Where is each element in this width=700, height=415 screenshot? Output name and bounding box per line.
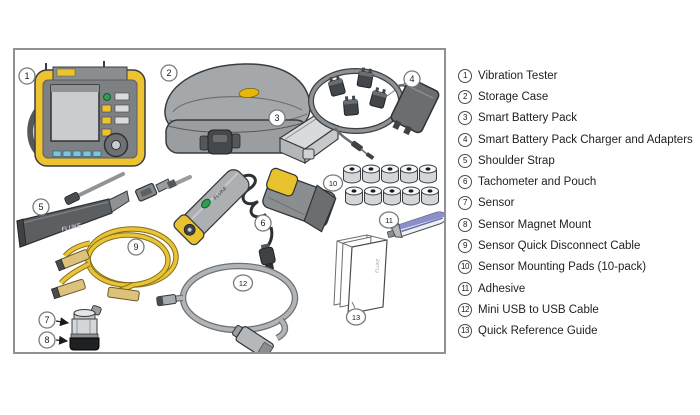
callout-badge-10: 10: [322, 174, 344, 192]
legend-item-6: 6 Tachometer and Pouch: [458, 171, 693, 192]
legend-number-badge: 5: [458, 153, 472, 168]
callout-badge-12: 12: [232, 274, 254, 292]
legend-item-label: Mini USB to USB Cable: [478, 303, 599, 316]
svg-text:4: 4: [409, 74, 414, 84]
legend-item-label: Sensor Mounting Pads (10-pack): [478, 261, 647, 274]
legend-number-badge: 8: [458, 217, 472, 232]
storage-case-illustration: [164, 63, 311, 155]
legend-item-label: Vibration Tester: [478, 69, 558, 82]
legend-item-10: 10 Sensor Mounting Pads (10-pack): [458, 257, 693, 278]
legend-item-3: 3 Smart Battery Pack: [458, 108, 693, 129]
pouch-illustration: [262, 167, 337, 233]
callout-badge-11: 11: [378, 211, 400, 229]
svg-text:7: 7: [44, 315, 49, 325]
legend-number-badge: 9: [458, 239, 472, 254]
callout-badge-1: 1: [18, 67, 36, 85]
reference-guide-illustration: FLUKE: [333, 234, 388, 315]
legend-item-label: Smart Battery Pack: [478, 112, 578, 125]
legend-number-badge: 11: [458, 281, 472, 296]
legend-number-badge: 3: [458, 111, 472, 126]
legend-item-7: 7 Sensor: [458, 193, 693, 214]
sensor-magnet-illustration: [55, 305, 102, 351]
svg-text:13: 13: [352, 313, 360, 322]
svg-text:1: 1: [24, 71, 29, 81]
legend-number-badge: 10: [458, 260, 472, 275]
legend-item-label: Adhesive: [478, 282, 526, 295]
svg-text:8: 8: [44, 335, 49, 345]
legend-number-badge: 13: [458, 324, 472, 339]
callout-badge-4: 4: [403, 70, 421, 88]
svg-text:9: 9: [133, 242, 138, 252]
svg-text:11: 11: [385, 216, 393, 225]
svg-text:5: 5: [38, 202, 43, 212]
legend-item-label: Tachometer and Pouch: [478, 176, 597, 189]
callout-badge-13: 13: [345, 308, 367, 326]
legend-item-label: Sensor Magnet Mount: [478, 218, 592, 231]
legend-number-badge: 6: [458, 175, 472, 190]
callout-badge-9: 9: [127, 238, 145, 256]
legend-item-label: Smart Battery Pack Charger and Adapters: [478, 133, 693, 146]
callout-badge-7: 7: [38, 311, 56, 329]
legend-item-1: 1 Vibration Tester: [458, 65, 693, 86]
legend-item-label: Quick Reference Guide: [478, 325, 598, 338]
mounting-pads-illustration: [343, 164, 439, 206]
legend-item-label: Sensor Quick Disconnect Cable: [478, 240, 641, 253]
legend-item-13: 13 Quick Reference Guide: [458, 321, 693, 342]
usb-cable-illustration: [156, 262, 299, 359]
legend-item-5: 5 Shoulder Strap: [458, 150, 693, 171]
charger-adapters-illustration: [308, 67, 440, 160]
vibration-tester-illustration: [27, 61, 146, 167]
legend-number-badge: 12: [458, 302, 472, 317]
legend-item-11: 11 Adhesive: [458, 278, 693, 299]
shoulder-strap-illustration: FLUKE: [16, 172, 192, 248]
kit-contents-figure: FLUKE FLUKE: [16, 61, 447, 359]
quick-disconnect-cable-illustration: [50, 226, 179, 302]
guide-brand-text: FLUKE: [374, 257, 380, 273]
legend-item-8: 8 Sensor Magnet Mount: [458, 214, 693, 235]
svg-text:6: 6: [260, 218, 265, 228]
legend-item-label: Storage Case: [478, 90, 549, 103]
legend-item-12: 12 Mini USB to USB Cable: [458, 299, 693, 320]
legend-number-badge: 1: [458, 68, 472, 83]
svg-text:3: 3: [274, 113, 279, 123]
callout-badge-6: 6: [254, 214, 272, 232]
legend-number-badge: 2: [458, 89, 472, 104]
callout-badge-3: 3: [268, 109, 286, 127]
callout-badge-2: 2: [160, 64, 178, 82]
svg-text:2: 2: [166, 68, 171, 78]
callout-badge-8: 8: [38, 331, 56, 349]
callout-badge-5: 5: [32, 198, 50, 216]
legend-item-label: Shoulder Strap: [478, 154, 555, 167]
strap-brand-text: FLUKE: [61, 223, 83, 234]
legend-number-badge: 4: [458, 132, 472, 147]
legend-number-badge: 7: [458, 196, 472, 211]
svg-text:10: 10: [329, 179, 337, 188]
illustration-panel: FLUKE FLUKE: [13, 48, 447, 359]
svg-text:12: 12: [239, 279, 247, 288]
tachometer-illustration: FLUKE: [173, 169, 276, 271]
legend-item-label: Sensor: [478, 197, 515, 210]
legend-item-9: 9 Sensor Quick Disconnect Cable: [458, 235, 693, 256]
legend-item-2: 2 Storage Case: [458, 86, 693, 107]
legend-item-4: 4 Smart Battery Pack Charger and Adapters: [458, 129, 693, 150]
